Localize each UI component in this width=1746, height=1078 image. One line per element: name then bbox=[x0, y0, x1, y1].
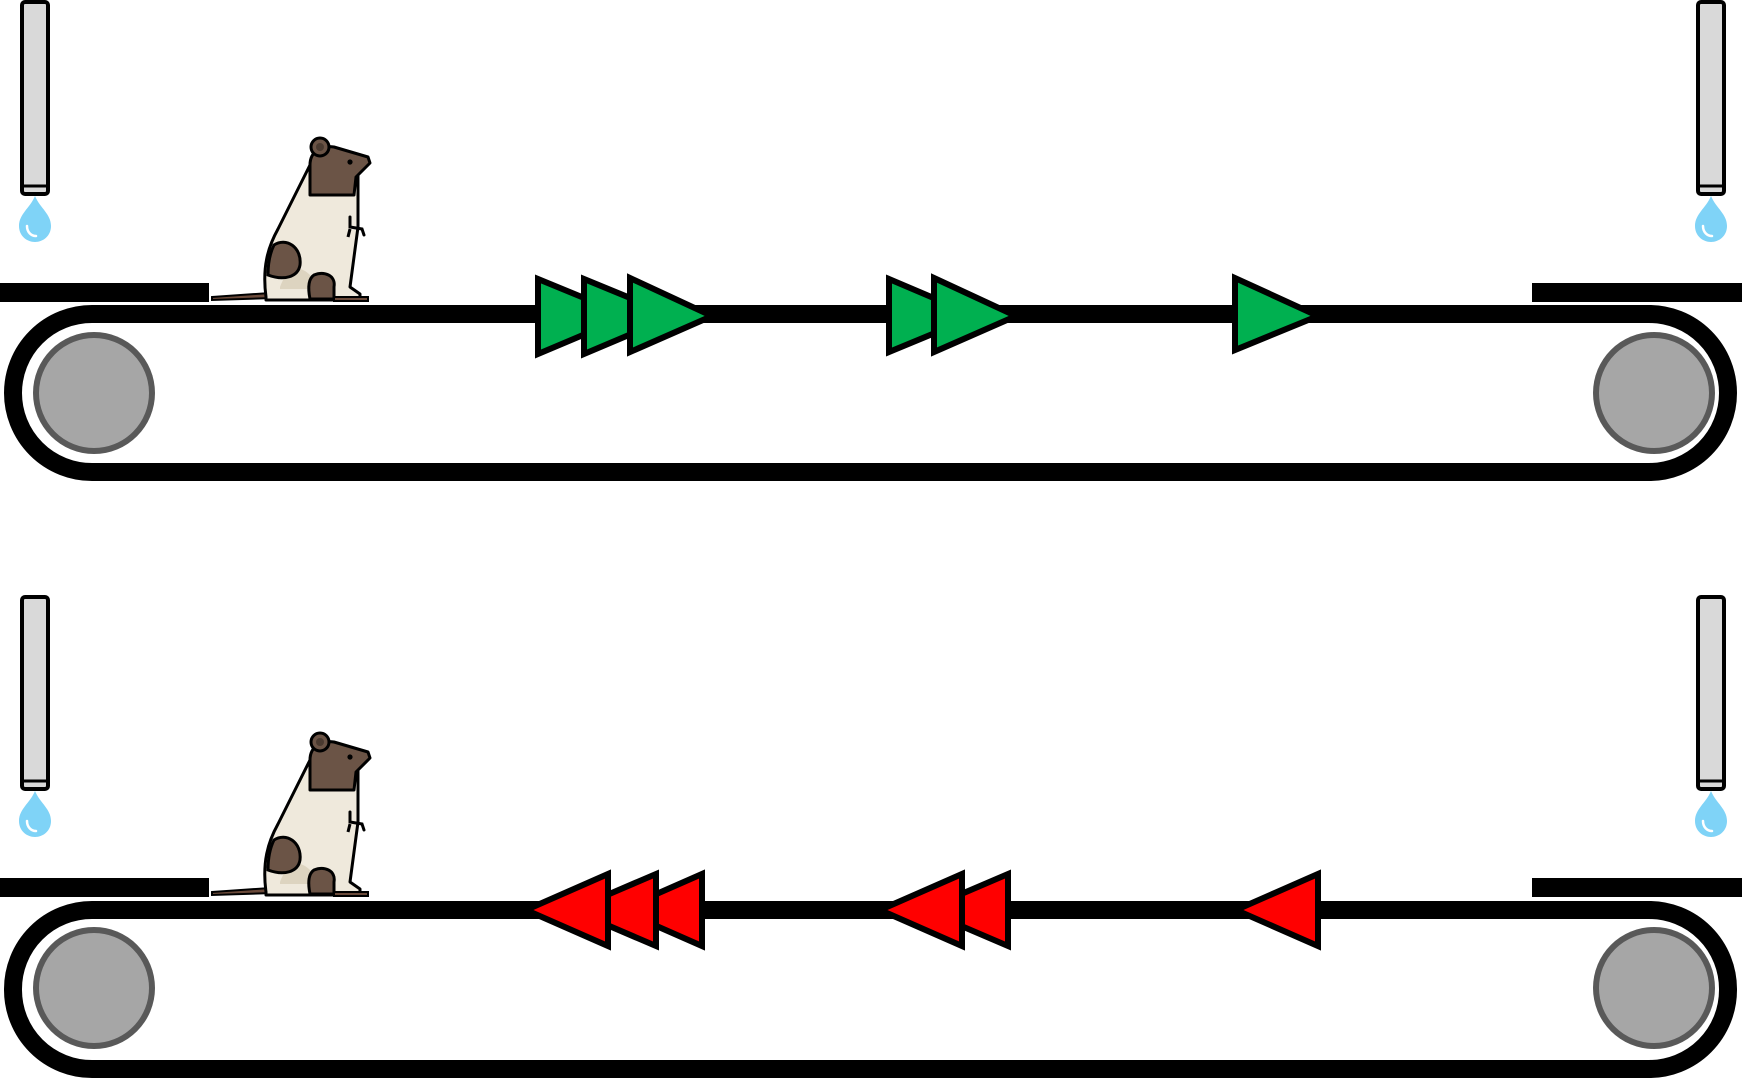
water-spout-icon bbox=[1693, 595, 1729, 839]
arrow-left-icon bbox=[518, 869, 611, 951]
arrow-left-icon bbox=[872, 869, 965, 951]
right-platform bbox=[1532, 283, 1742, 302]
water-spout-icon bbox=[17, 0, 53, 244]
left-platform bbox=[0, 283, 209, 302]
pulley-icon bbox=[33, 927, 155, 1049]
arrow-right-icon bbox=[627, 273, 720, 357]
arrow-left-icon bbox=[564, 869, 659, 951]
arrow-right-icon bbox=[1232, 273, 1326, 355]
rat-icon bbox=[210, 731, 372, 898]
rat-icon bbox=[210, 136, 372, 303]
arrow-left-icon bbox=[916, 869, 1011, 951]
water-spout-icon bbox=[17, 595, 53, 839]
arrow-left-icon bbox=[1228, 869, 1321, 951]
water-spout-icon bbox=[1693, 0, 1729, 244]
right-platform bbox=[1532, 878, 1742, 897]
conveyor-panel-forward bbox=[0, 0, 1742, 481]
direction-arrows-backward bbox=[518, 869, 1321, 951]
pulley-icon bbox=[33, 332, 155, 454]
conveyor-panel-backward bbox=[0, 595, 1742, 1078]
conveyor-belt bbox=[4, 305, 1737, 481]
direction-arrows-forward bbox=[535, 273, 1326, 359]
arrow-left-icon bbox=[612, 869, 705, 951]
left-platform bbox=[0, 878, 209, 897]
arrow-right-icon bbox=[931, 273, 1024, 357]
conveyor-belt bbox=[4, 901, 1737, 1078]
pulley-icon bbox=[1593, 332, 1715, 454]
pulley-icon bbox=[1593, 927, 1715, 1049]
